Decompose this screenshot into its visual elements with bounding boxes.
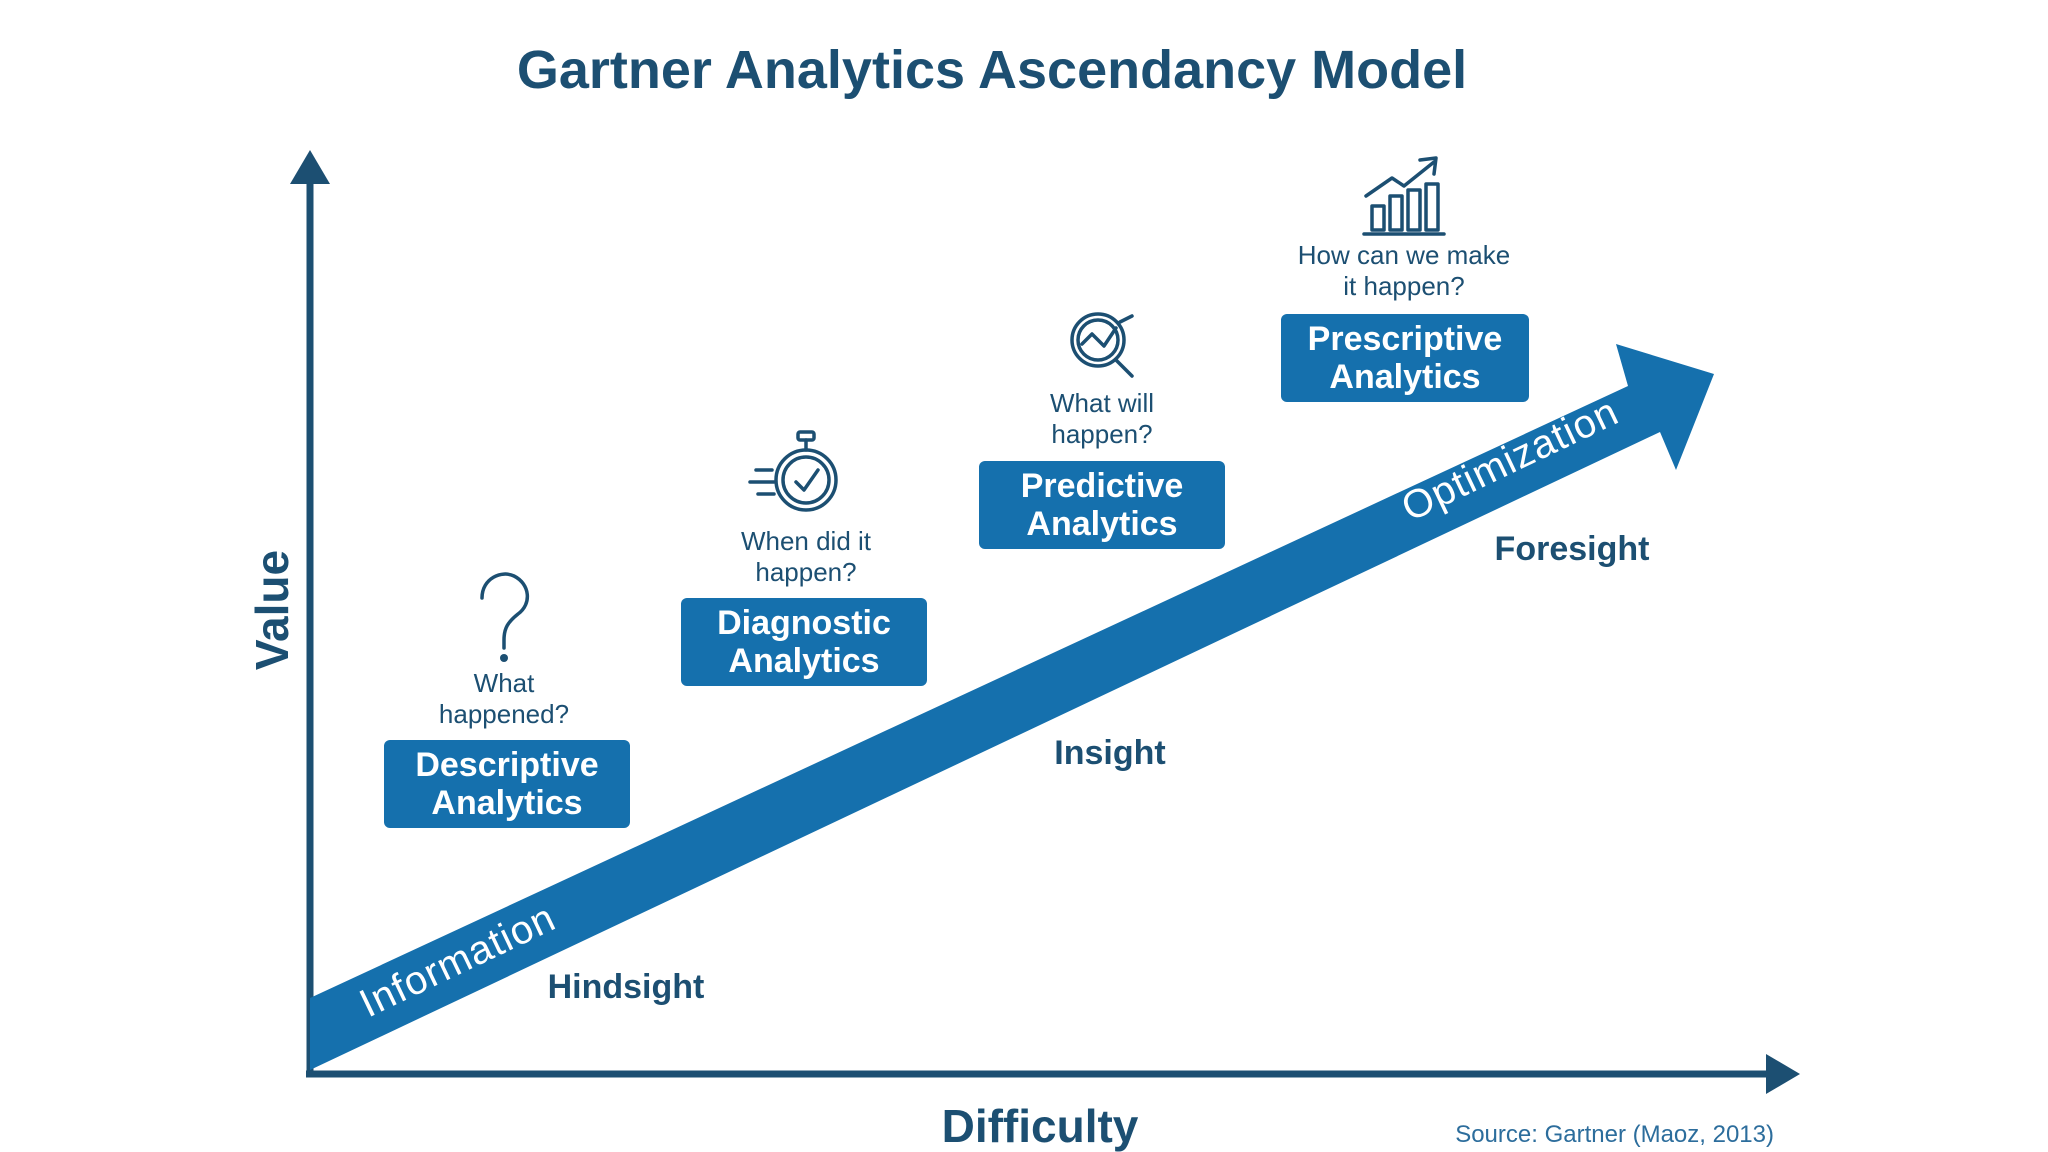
stage-descriptive: What happened? Descriptive Analytics <box>384 572 630 828</box>
descriptive-title-line2: Analytics <box>431 784 582 822</box>
prescriptive-question-line2: it happen? <box>1343 271 1464 301</box>
source-note: Source: Gartner (Maoz, 2013) <box>1455 1121 1774 1148</box>
diagnostic-title-line2: Analytics <box>728 642 879 680</box>
x-axis-label: Difficulty <box>942 1100 1139 1152</box>
insight-label: Insight <box>1054 734 1165 772</box>
predictive-box <box>979 461 1225 549</box>
x-axis-arrowhead <box>1766 1054 1800 1094</box>
y-axis-arrowhead <box>290 150 330 184</box>
predictive-title-line2: Analytics <box>1026 505 1177 543</box>
predictive-question-line1: What will <box>1050 388 1154 418</box>
prescriptive-title-line2: Analytics <box>1329 358 1480 396</box>
stage-diagnostic: When did it happen? Diagnostic Analytics <box>681 430 927 686</box>
descriptive-title-line1: Descriptive <box>415 746 598 784</box>
predictive-question-line2: happen? <box>1051 419 1152 449</box>
magnifier-chart-icon <box>1070 312 1134 378</box>
prescriptive-question-line1: How can we make <box>1298 240 1510 270</box>
stage-predictive: What will happen? Predictive Analytics <box>979 312 1225 549</box>
prescriptive-title-line1: Prescriptive <box>1308 320 1503 358</box>
y-axis-label: Value <box>246 550 298 670</box>
diagnostic-box <box>681 598 927 686</box>
descriptive-question-line2: happened? <box>439 699 569 729</box>
stage-prescriptive: How can we make it happen? Prescriptive … <box>1281 156 1529 402</box>
descriptive-box <box>384 740 630 828</box>
diagnostic-question-line2: happen? <box>755 557 856 587</box>
prescriptive-box <box>1281 314 1529 402</box>
bar-chart-growth-icon <box>1362 156 1446 236</box>
diagnostic-question-line1: When did it <box>741 526 872 556</box>
progress-arrow <box>310 344 1714 1070</box>
diagnostic-title-line1: Diagnostic <box>717 604 891 642</box>
diagram-title: Gartner Analytics Ascendancy Model <box>517 40 1467 100</box>
hindsight-label: Hindsight <box>548 968 705 1006</box>
predictive-title-line1: Predictive <box>1021 467 1184 505</box>
descriptive-question-line1: What <box>474 668 535 698</box>
foresight-label: Foresight <box>1495 530 1650 568</box>
stopwatch-icon <box>748 430 838 512</box>
question-mark-icon <box>480 572 529 662</box>
